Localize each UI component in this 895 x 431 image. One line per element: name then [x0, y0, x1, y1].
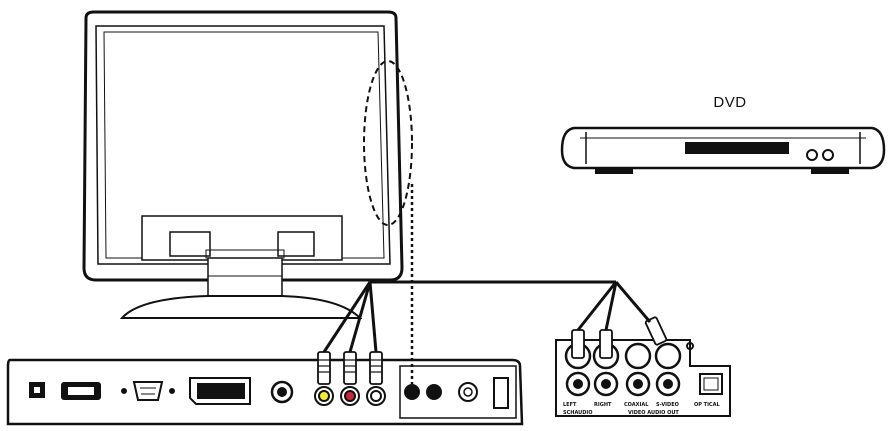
audio-jack-red-core	[344, 390, 356, 402]
rca-plug-right	[369, 351, 383, 385]
video-group-label: VIDEO AUDIO OUT	[628, 410, 679, 416]
rca-plug-middle	[343, 351, 357, 385]
rca-plug-left	[317, 351, 331, 385]
dvd-rear-panel	[555, 316, 731, 417]
audio-group-label: SCHAUDIO	[563, 410, 593, 416]
dvd-player	[560, 126, 886, 174]
video-jack-yellow-core	[318, 390, 330, 402]
jack-svideo-label: S-VIDEO	[656, 402, 679, 408]
monitor-rear-panel	[6, 358, 524, 426]
jack-coaxial-label: COAXIAL	[624, 402, 649, 408]
jack-left-label: LEFT	[563, 402, 577, 408]
jack-right-label: RIGHT	[594, 402, 612, 408]
jack-optical-label: OP TICAL	[694, 402, 720, 408]
monitor-av-jacks	[314, 351, 386, 406]
dvd-label: DVD	[713, 94, 747, 111]
audio-jack-white-core	[370, 390, 382, 402]
monitor	[82, 10, 413, 319]
